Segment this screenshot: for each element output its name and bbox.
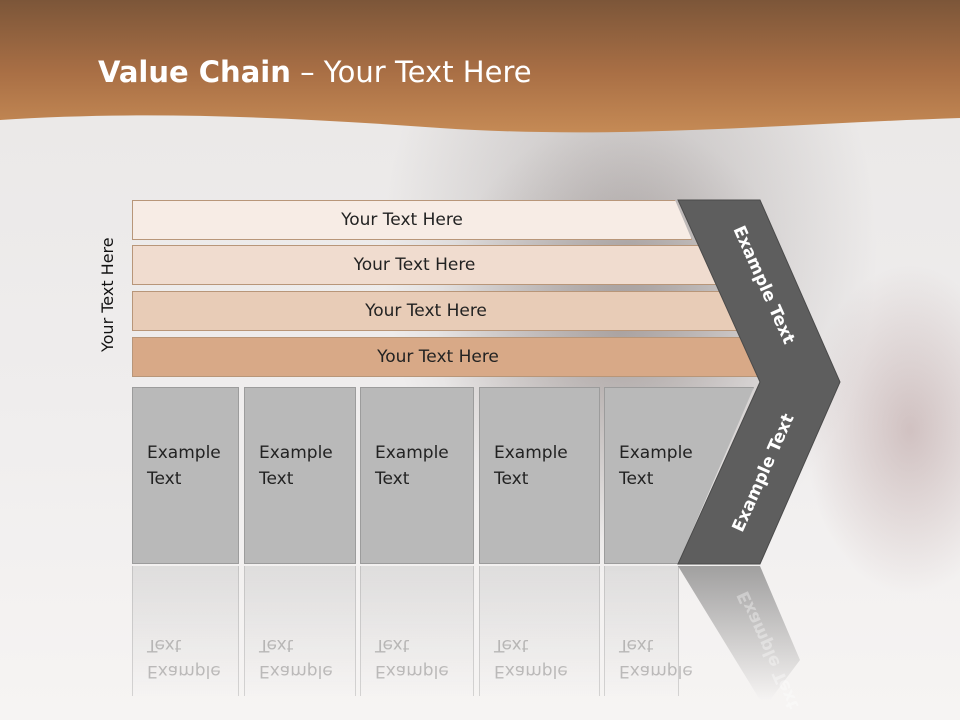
chevron-shape [677,199,841,565]
example-box-line1: Example [494,443,568,463]
header-band [0,0,960,133]
example-box-line1: Example [375,443,449,463]
value-bar-3: Your Text Here [132,291,740,331]
value-bar-label: Your Text Here [365,301,487,321]
example-box-line2: Text [494,469,529,489]
example-box-line2: Text [375,469,410,489]
slide-title-rest: – Your Text Here [290,55,532,89]
box-reflection: Example Text [132,566,239,696]
box-reflection: Example Text [244,566,356,696]
example-box-line1: Example [619,443,693,463]
example-box-line2: Text [619,469,654,489]
example-box: Example Text [479,387,600,564]
value-bar-2: Your Text Here [132,245,717,285]
value-bar-label: Your Text Here [341,210,463,230]
box-reflection: Example Text [360,566,474,696]
example-box-line1: Example [147,443,221,463]
chevron-reflection [678,566,800,700]
value-bar-label: Your Text Here [353,255,476,275]
value-bar-label: Your Text Here [377,347,499,367]
example-box: Example Text [360,387,474,564]
example-box: Example Text [132,387,239,564]
example-box: Example Text [244,387,356,564]
example-box-line1: Example [259,443,333,463]
example-box-line2: Text [147,469,182,489]
box-reflection: Example Text [479,566,600,696]
example-box-line2: Text [259,469,294,489]
slide-title: Value Chain – Your Text Here [98,55,532,89]
value-bar-4: Your Text Here [132,337,764,377]
box-reflection: Example Text [604,566,693,696]
value-bar-1: Your Text Here [132,200,692,240]
slide-title-bold: Value Chain [98,55,291,89]
